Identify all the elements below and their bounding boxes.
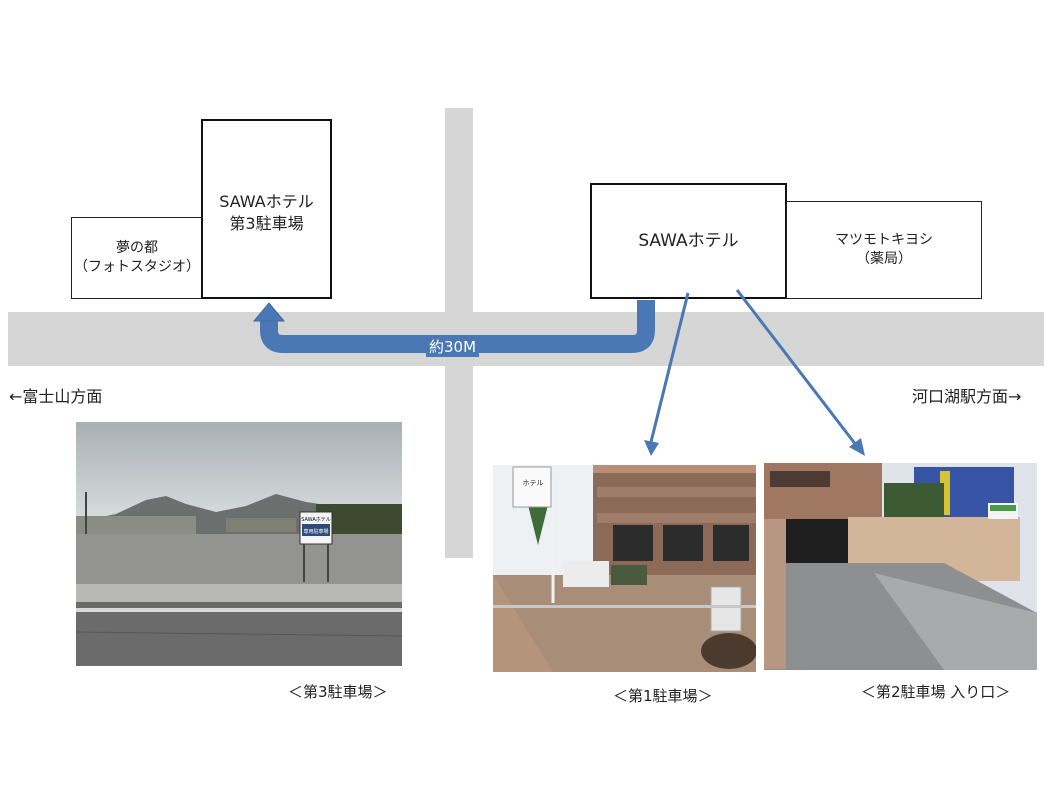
parking2-photo xyxy=(764,463,1037,670)
pointer-arrow-parking1 xyxy=(649,292,690,443)
parking2-caption: ＜第2駐車場 入り口＞ xyxy=(861,683,1011,701)
parking3-building: SAWAホテル 第3駐車場 xyxy=(201,119,332,299)
parking3-sign-text1: SAWAホテル xyxy=(301,517,331,523)
parking3-line2: 第3駐車場 xyxy=(229,213,304,233)
parking1-sign-text: ホテル xyxy=(523,479,544,487)
parking1-photo: ホテル xyxy=(493,465,756,672)
route-arrowhead xyxy=(252,302,286,322)
matsumoto-kiyoshi-building: マツモトキヨシ （薬局） xyxy=(786,201,982,299)
parking3-photo: SAWAホテル 専用駐車場 xyxy=(76,422,402,666)
yume-no-miyako-building: 夢の都 （フォトスタジオ） xyxy=(71,217,203,299)
yume-type: （フォトスタジオ） xyxy=(74,259,200,275)
parking3-caption: ＜第3駐車場＞ xyxy=(288,683,388,701)
yume-name: 夢の都 xyxy=(116,240,158,257)
direction-fuji: ←富士山方面 xyxy=(9,387,103,406)
matsumoto-type: （薬局） xyxy=(856,251,912,267)
parking3-line1: SAWAホテル xyxy=(219,192,314,211)
hotel-name: SAWAホテル xyxy=(638,230,739,251)
distance-label: 約30M xyxy=(426,336,480,357)
matsumoto-name: マツモトキヨシ xyxy=(835,232,933,249)
direction-kawaguchiko: 河口湖駅方面→ xyxy=(912,387,1022,406)
pointer-arrowhead-parking1 xyxy=(644,440,659,456)
vertical-road xyxy=(445,108,473,558)
pointer-arrowhead-parking2 xyxy=(849,438,865,456)
pointer-arrow-parking2 xyxy=(735,289,858,446)
parking3-sign-text2: 専用駐車場 xyxy=(303,528,328,535)
sawa-hotel-building: SAWAホテル xyxy=(590,183,787,299)
parking1-caption: ＜第1駐車場＞ xyxy=(613,687,713,705)
